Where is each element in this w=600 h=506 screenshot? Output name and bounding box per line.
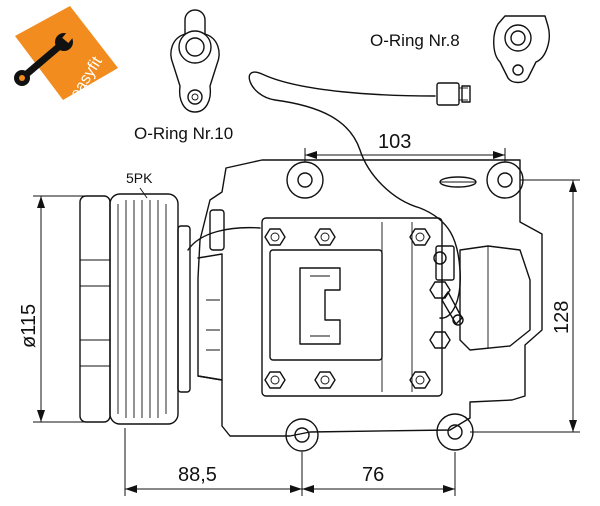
dimension-right-offset-value: 76 xyxy=(362,464,384,486)
dimension-diameter-value: ø115 xyxy=(18,304,40,348)
dimension-top-width-value: 103 xyxy=(378,131,411,153)
dimension-height: 128 xyxy=(470,179,580,433)
wrench-icon xyxy=(14,31,75,86)
dimension-top-width: 103 xyxy=(304,131,506,162)
oring8-fitting xyxy=(493,15,550,84)
oring10-fitting xyxy=(170,9,220,113)
cable-connector xyxy=(436,82,471,106)
pulley-type-label: 5PK xyxy=(126,170,153,186)
head-bolts xyxy=(264,228,451,389)
easyfit-logo: easyfit xyxy=(14,6,118,102)
logo-badge xyxy=(15,6,118,100)
electrical-cable xyxy=(187,71,471,319)
oring8-label: O-Ring Nr.8 xyxy=(370,31,460,50)
dimension-height-value: 128 xyxy=(551,301,573,334)
pulley-assembly xyxy=(79,193,191,425)
compressor-body xyxy=(197,159,543,452)
dimension-diameter: ø115 xyxy=(18,195,88,423)
oring10-label: O-Ring Nr.10 xyxy=(134,124,233,143)
dimension-left-offset-value: 88,5 xyxy=(178,464,217,486)
dimension-bottom: 88,5 76 xyxy=(124,428,456,496)
